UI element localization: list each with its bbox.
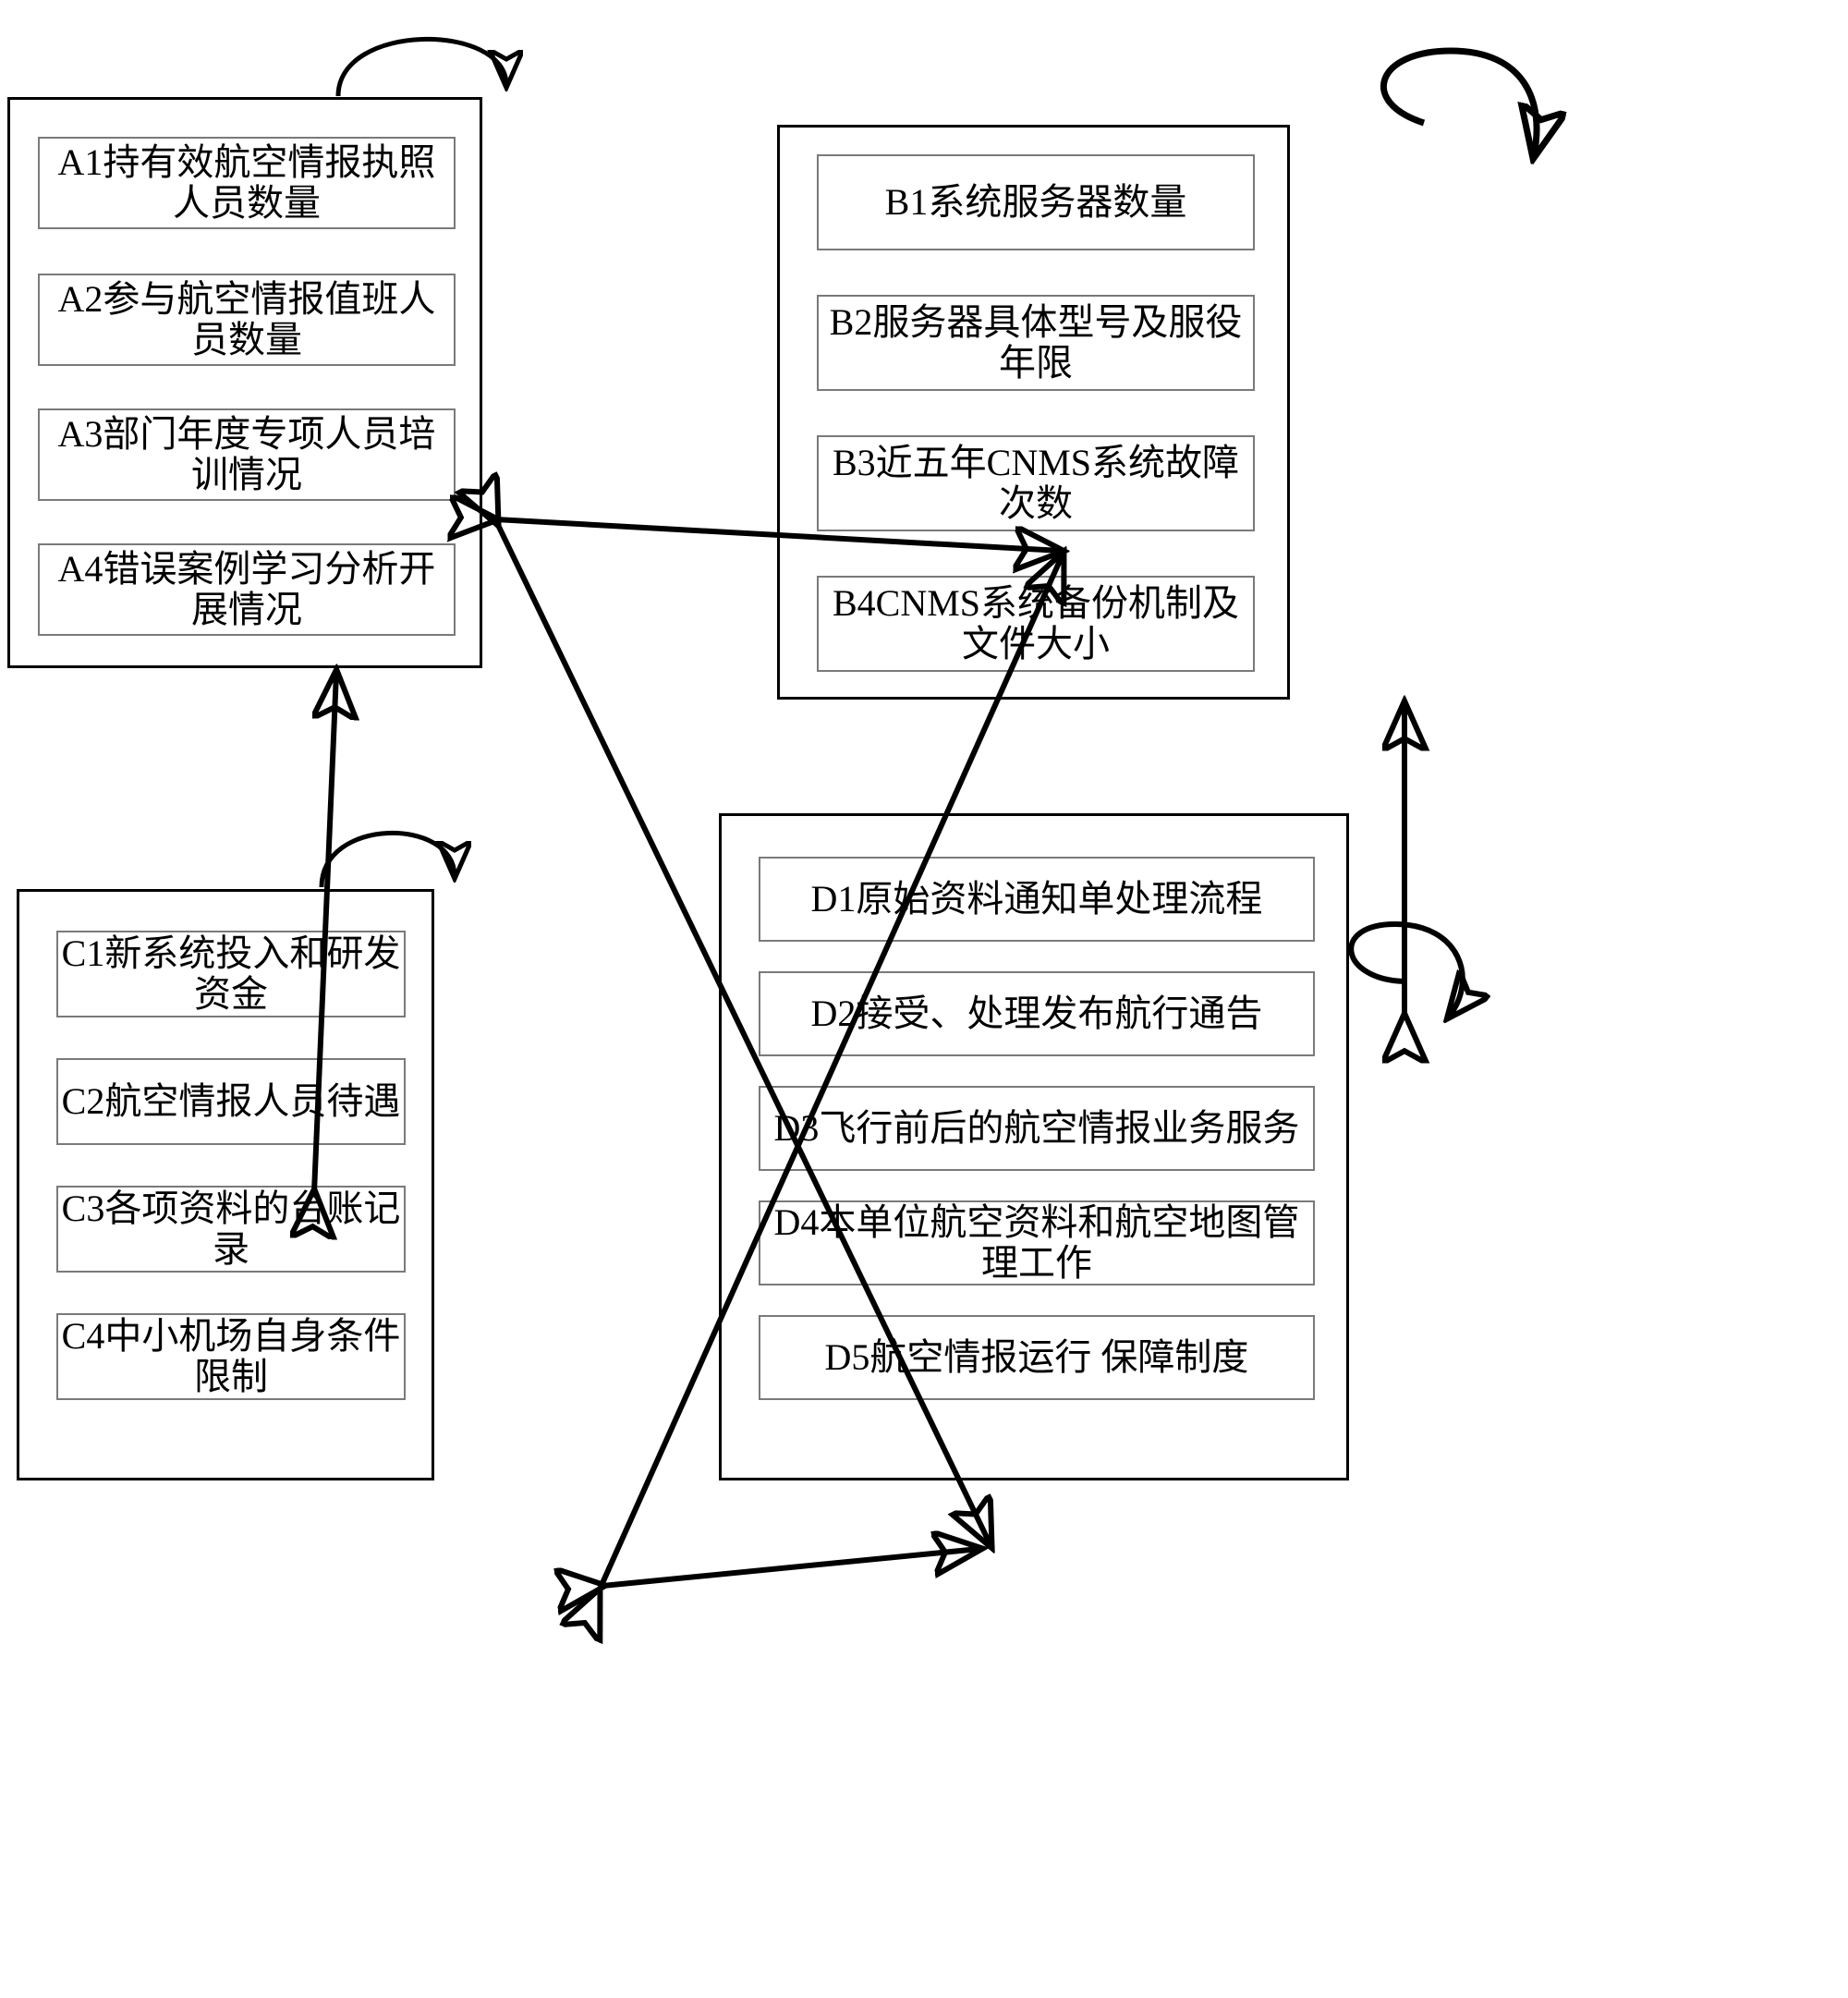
edge-c-self-loop [319,830,455,888]
node-d2[interactable]: D2接受、处理发布航行通告 [759,971,1315,1056]
node-d4[interactable]: D4本单位航空资料和航空地图管理工作 [759,1200,1315,1285]
edge-a-self-loop [335,36,506,97]
node-a2[interactable]: A2参与航空情报值班人员数量 [38,274,456,366]
group-a-container[interactable]: A1持有效航空情报执照人员数量 A2参与航空情报值班人员数量 A3部门年度专项人… [7,97,482,668]
group-c-container[interactable]: C1新系统投入和研发资金 C2航空情报人员待遇 C3各项资料的台账记录 C4中小… [17,889,434,1480]
node-b3[interactable]: B3近五年CNMS系统故障次数 [817,435,1255,531]
node-c2[interactable]: C2航空情报人员待遇 [56,1058,406,1145]
edge-c-d [602,1549,979,1586]
node-a1[interactable]: A1持有效航空情报执照人员数量 [38,137,456,229]
node-c4[interactable]: C4中小机场自身条件限制 [56,1313,406,1400]
node-c3[interactable]: C3各项资料的台账记录 [56,1186,406,1273]
group-d-container[interactable]: D1原始资料通知单处理流程 D2接受、处理发布航行通告 D3飞行前后的航空情报业… [719,813,1349,1480]
node-b4[interactable]: B4CNMS系统备份机制及文件大小 [817,576,1255,672]
node-a4[interactable]: A4错误案例学习分析开展情况 [38,543,456,636]
group-b-container[interactable]: B1系统服务器数量 B2服务器具体型号及服役年限 B3近五年CNMS系统故障次数… [777,125,1290,700]
node-c1[interactable]: C1新系统投入和研发资金 [56,931,406,1017]
edge-d-self-loop [1348,920,1463,1017]
node-d3[interactable]: D3飞行前后的航空情报业务服务 [759,1086,1315,1171]
node-a3[interactable]: A3部门年度专项人员培训情况 [38,408,456,501]
node-b1[interactable]: B1系统服务器数量 [817,154,1255,250]
node-d5[interactable]: D5航空情报运行 保障制度 [759,1315,1315,1400]
node-b2[interactable]: B2服务器具体型号及服役年限 [817,295,1255,391]
edge-b-self-loop [1380,47,1537,155]
node-d1[interactable]: D1原始资料通知单处理流程 [759,857,1315,942]
